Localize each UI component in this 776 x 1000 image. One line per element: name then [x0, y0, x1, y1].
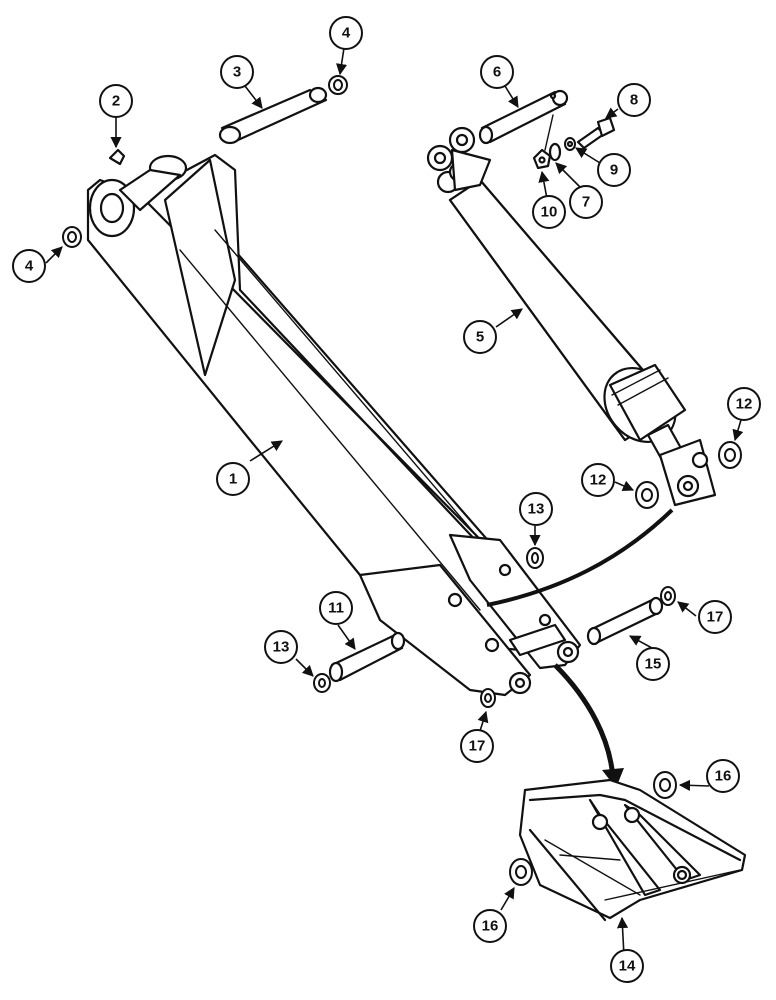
svg-text:1: 1 [229, 471, 237, 488]
svg-text:3: 3 [233, 64, 241, 81]
callout-12-left: 12 [581, 463, 615, 497]
callout-15: 15 [636, 647, 670, 681]
retaining-ring-17-lower [480, 688, 496, 708]
svg-text:12: 12 [736, 396, 753, 413]
callout-1: 1 [216, 462, 250, 496]
callout-10: 10 [532, 195, 566, 229]
svg-text:6: 6 [493, 64, 501, 81]
lock-nut [532, 148, 552, 170]
svg-text:10: 10 [541, 204, 558, 221]
retaining-ring-13-lower [313, 673, 331, 693]
thrust-washer-16-upper [653, 771, 677, 799]
callout-13-upper: 13 [519, 492, 553, 526]
svg-text:8: 8 [630, 92, 638, 109]
hydraulic-cylinder [426, 126, 717, 507]
relation-curve-bracket [553, 663, 624, 788]
bolt [576, 116, 616, 150]
relation-curve-cylinder [486, 508, 674, 607]
callout-2: 2 [99, 84, 133, 118]
svg-text:13: 13 [273, 639, 290, 656]
retaining-ring-13-upper [526, 547, 544, 569]
pivot-pin-lower-right [586, 596, 664, 646]
callout-16-upper: 16 [706, 759, 740, 793]
pivot-pin-upper [218, 86, 328, 145]
svg-text:14: 14 [619, 958, 636, 975]
callout-7: 7 [569, 185, 603, 219]
callout-13-lower: 13 [264, 630, 298, 664]
grease-fitting [108, 148, 126, 166]
bucket-bracket [518, 778, 747, 922]
callout-4-left: 4 [12, 249, 46, 283]
svg-text:4: 4 [25, 258, 34, 275]
retaining-ring-upper-right [328, 75, 348, 95]
thrust-washer-16-lower [509, 858, 533, 886]
callout-8: 8 [617, 83, 651, 117]
svg-text:15: 15 [645, 656, 662, 673]
washer-small [564, 137, 576, 151]
svg-text:7: 7 [582, 194, 590, 211]
svg-text:17: 17 [469, 738, 486, 755]
retaining-ring-17-right [660, 586, 676, 606]
svg-text:16: 16 [715, 768, 732, 785]
retaining-ring-left [62, 226, 82, 248]
callout-17-lower: 17 [460, 729, 494, 763]
cylinder-pin [478, 89, 569, 145]
callout-4-upper: 4 [329, 16, 363, 50]
callout-12-right: 12 [727, 387, 761, 421]
svg-text:5: 5 [476, 329, 484, 346]
svg-text:9: 9 [610, 162, 618, 179]
thrust-washer-right [718, 441, 742, 469]
callout-17-right: 17 [698, 600, 732, 634]
svg-text:4: 4 [342, 25, 351, 42]
svg-text:16: 16 [482, 918, 499, 935]
callout-3: 3 [220, 55, 254, 89]
lock-pin [544, 114, 562, 162]
thrust-washer-left [635, 481, 659, 509]
callout-16-lower: 16 [473, 909, 507, 943]
callout-6: 6 [480, 55, 514, 89]
pivot-pin-lower-left [328, 631, 406, 683]
callout-11: 11 [319, 591, 353, 625]
callout-5: 5 [463, 320, 497, 354]
callout-14: 14 [610, 949, 644, 983]
svg-text:2: 2 [112, 93, 120, 110]
boom-arm [86, 153, 582, 697]
svg-text:13: 13 [528, 501, 545, 518]
svg-text:12: 12 [590, 472, 607, 489]
svg-text:11: 11 [328, 600, 344, 617]
callout-9: 9 [597, 153, 631, 187]
svg-text:17: 17 [707, 609, 724, 626]
